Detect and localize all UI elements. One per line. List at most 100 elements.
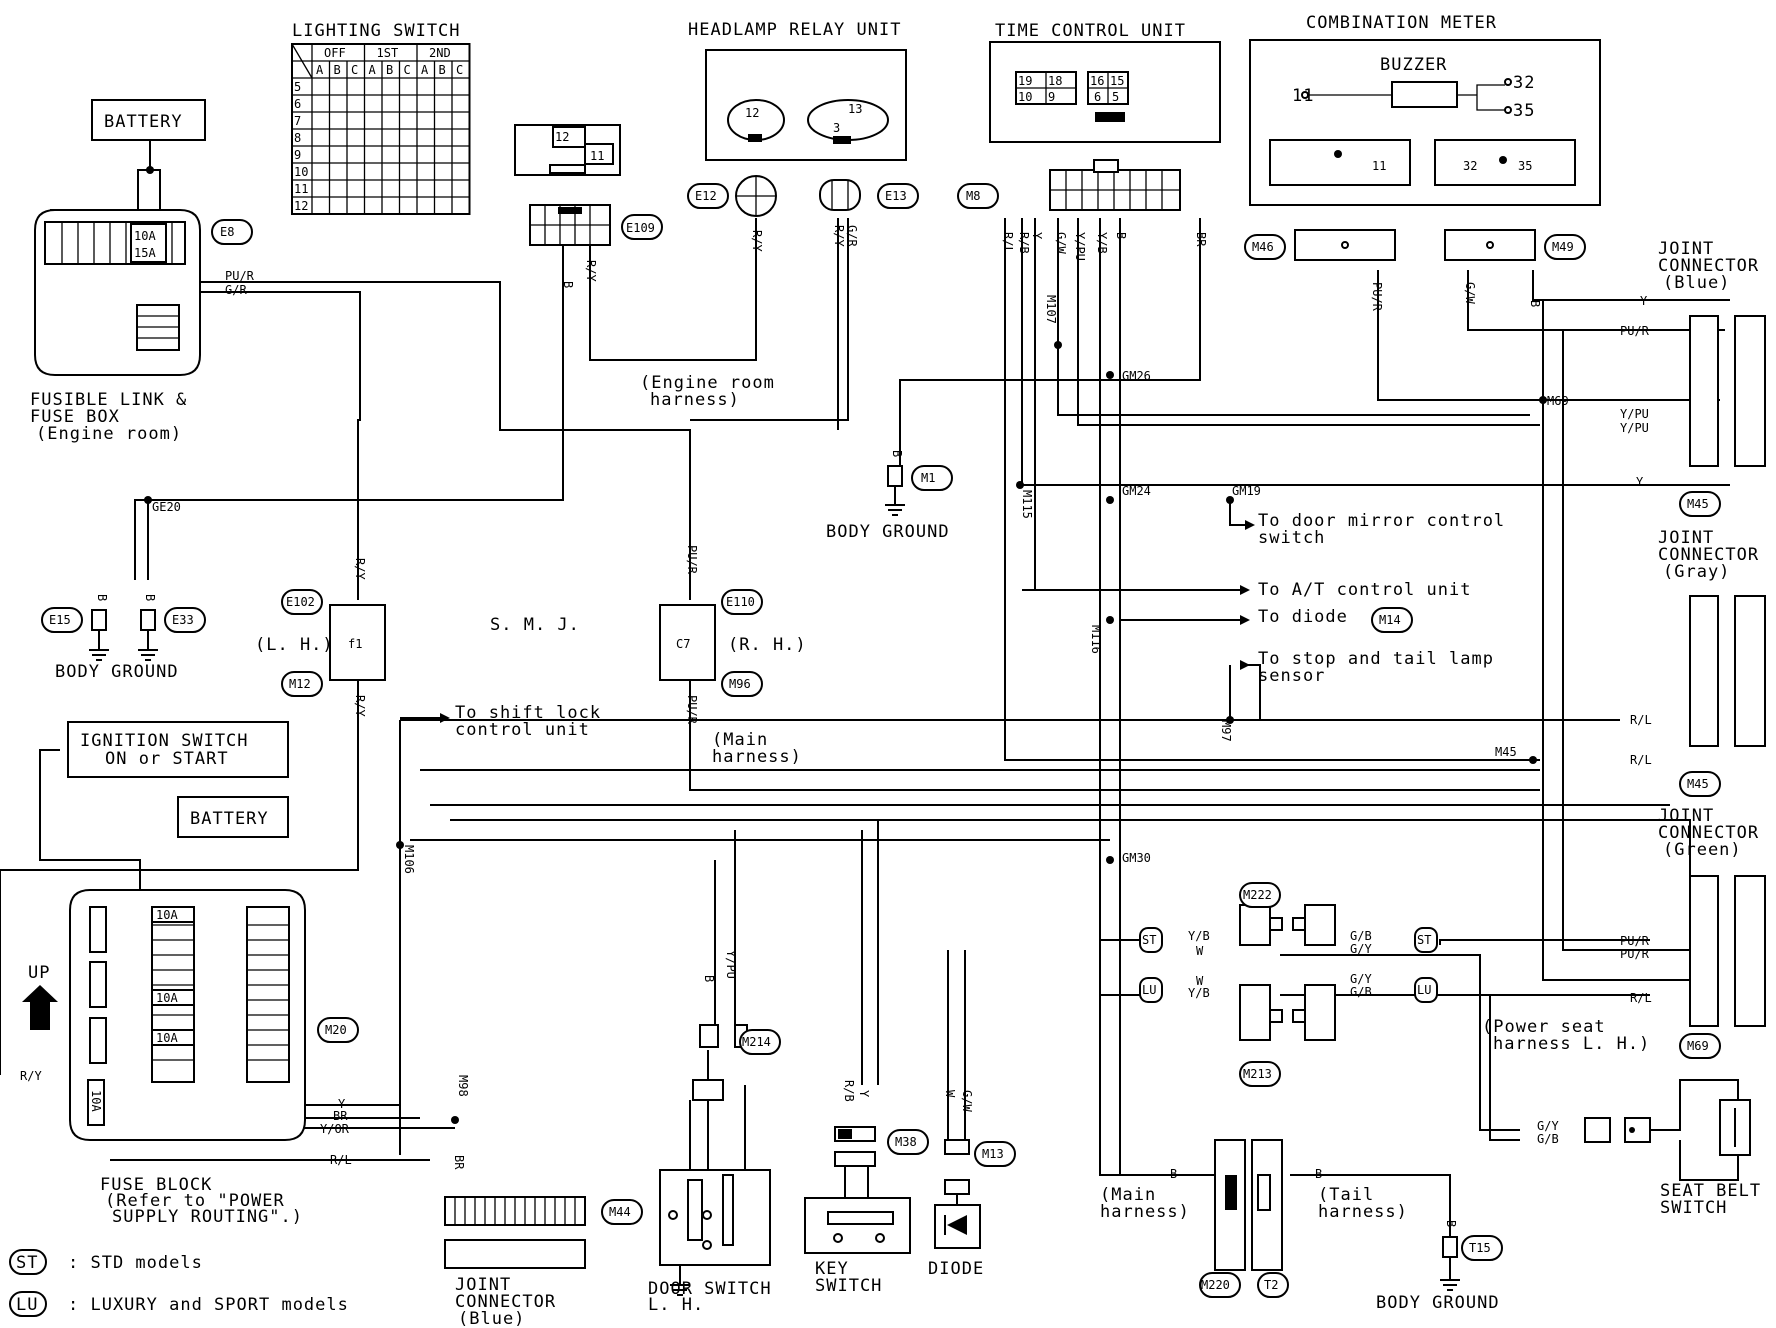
svg-text:(L. H.): (L. H.) bbox=[255, 635, 334, 655]
svg-text:PU/R: PU/R bbox=[225, 269, 255, 283]
svg-text:S. M. J.: S. M. J. bbox=[490, 615, 580, 635]
svg-text:35: 35 bbox=[1518, 159, 1532, 173]
st-lu-harness: ST LU Y/B W W Y/B M222 M213 G/B G/Y G/Y … bbox=[1139, 882, 1650, 1087]
svg-text:M20: M20 bbox=[325, 1023, 347, 1037]
svg-text:W: W bbox=[1196, 944, 1204, 958]
svg-text:BR: BR bbox=[333, 1109, 348, 1123]
svg-text:Y/OR: Y/OR bbox=[320, 1122, 350, 1136]
svg-text:32: 32 bbox=[1463, 159, 1477, 173]
svg-text:(Main: (Main bbox=[712, 730, 768, 750]
svg-text:BODY GROUND: BODY GROUND bbox=[826, 522, 950, 542]
table-col: A bbox=[316, 63, 324, 77]
svg-text:G/R: G/R bbox=[225, 283, 247, 297]
diode: M13 W G/W DIODE bbox=[928, 1090, 1016, 1279]
svg-text:R/B: R/B bbox=[842, 1080, 856, 1102]
headlamp-relay-unit: HEADLAMP RELAY UNIT 12 13 3 E12 E13 R/Y … bbox=[640, 20, 919, 410]
svg-text:GM26: GM26 bbox=[1122, 369, 1151, 383]
svg-text:CONNECTOR: CONNECTOR bbox=[1658, 545, 1759, 565]
svg-text:SUPPLY ROUTING".): SUPPLY ROUTING".) bbox=[112, 1207, 303, 1227]
svg-text:BODY GROUND: BODY GROUND bbox=[1376, 1293, 1500, 1313]
svg-text:11: 11 bbox=[1292, 86, 1314, 106]
fuse-block: 10A 10A 10A 10A M20 UP R/Y Y BR Y/OR R/L… bbox=[20, 889, 359, 1227]
ignition-switch: IGNITION SWITCH ON or START bbox=[67, 721, 289, 778]
svg-text:M49: M49 bbox=[1552, 240, 1574, 254]
svg-text:PU/R: PU/R bbox=[1370, 282, 1384, 312]
svg-text:E13: E13 bbox=[885, 189, 907, 203]
svg-text:Y: Y bbox=[1030, 232, 1044, 240]
table-row-label: 9 bbox=[294, 148, 301, 162]
svg-text:B: B bbox=[702, 975, 716, 982]
svg-text:PU/R: PU/R bbox=[1620, 324, 1650, 338]
svg-text:35: 35 bbox=[1513, 101, 1535, 121]
svg-text:PU/R: PU/R bbox=[685, 545, 699, 575]
svg-text:LU: LU bbox=[1142, 983, 1156, 997]
svg-text:18: 18 bbox=[1048, 74, 1062, 88]
svg-text:M107: M107 bbox=[1044, 295, 1058, 324]
svg-text:JOINT: JOINT bbox=[1658, 239, 1714, 259]
svg-text:R/Y: R/Y bbox=[353, 558, 367, 580]
svg-text:JOINT: JOINT bbox=[1658, 806, 1714, 826]
lighting-switch-title: LIGHTING SWITCH bbox=[292, 21, 461, 41]
svg-text:Y: Y bbox=[1640, 294, 1648, 308]
svg-text:JOINT: JOINT bbox=[455, 1275, 511, 1295]
svg-text:BATTERY: BATTERY bbox=[190, 809, 269, 829]
table-col: B bbox=[334, 63, 341, 77]
svg-text:G/B: G/B bbox=[1350, 929, 1372, 943]
svg-text:To shift lock: To shift lock bbox=[455, 703, 601, 723]
battery-mid: BATTERY bbox=[177, 796, 289, 838]
svg-text:10A: 10A bbox=[89, 1090, 103, 1112]
junction-dots bbox=[144, 166, 1547, 1124]
svg-text:GE20: GE20 bbox=[152, 500, 181, 514]
svg-text:B: B bbox=[95, 594, 109, 601]
svg-text:M115: M115 bbox=[1020, 490, 1034, 519]
svg-text:(Blue): (Blue) bbox=[458, 1309, 525, 1328]
svg-text:R/B: R/B bbox=[1017, 232, 1031, 254]
svg-text:FUSE BLOCK: FUSE BLOCK bbox=[100, 1175, 212, 1195]
svg-text:harness L. H.): harness L. H.) bbox=[1493, 1034, 1650, 1054]
annotations: To shift lock control unit (Main harness… bbox=[400, 295, 1569, 1097]
legend: ST : STD models LU : LUXURY and SPORT mo… bbox=[9, 1249, 348, 1317]
svg-text:(Engine room): (Engine room) bbox=[36, 424, 182, 444]
svg-text:Y/B: Y/B bbox=[1188, 986, 1210, 1000]
svg-text:M45: M45 bbox=[1687, 497, 1709, 511]
svg-text:harness): harness) bbox=[1100, 1202, 1190, 1222]
svg-text:(Main: (Main bbox=[1100, 1185, 1156, 1205]
svg-text:M12: M12 bbox=[289, 677, 311, 691]
legend-text-st: : STD models bbox=[68, 1253, 203, 1273]
svg-text:E8: E8 bbox=[220, 225, 234, 239]
svg-text:BR: BR bbox=[452, 1155, 466, 1170]
legend-code-lu: LU bbox=[16, 1295, 38, 1315]
svg-text:M45: M45 bbox=[1687, 777, 1709, 791]
svg-text:harness): harness) bbox=[650, 390, 740, 410]
svg-text:M116: M116 bbox=[1089, 625, 1103, 654]
svg-text:19: 19 bbox=[1018, 74, 1032, 88]
svg-text:10A: 10A bbox=[156, 991, 178, 1005]
svg-text:R/Y: R/Y bbox=[832, 225, 846, 247]
svg-text:SWITCH: SWITCH bbox=[815, 1276, 882, 1296]
svg-text:M69: M69 bbox=[1687, 1039, 1709, 1053]
svg-text:(Tail: (Tail bbox=[1318, 1185, 1374, 1205]
svg-text:SEAT BELT: SEAT BELT bbox=[1660, 1181, 1761, 1201]
svg-text:(Gray): (Gray) bbox=[1663, 562, 1730, 582]
svg-text:(Green): (Green) bbox=[1663, 840, 1742, 860]
svg-text:11: 11 bbox=[1372, 159, 1386, 173]
svg-text:M46: M46 bbox=[1252, 240, 1274, 254]
svg-text:M8: M8 bbox=[966, 189, 980, 203]
svg-text:G/W: G/W bbox=[1054, 232, 1068, 254]
svg-text:M1: M1 bbox=[921, 471, 935, 485]
svg-text:32: 32 bbox=[1513, 73, 1535, 93]
svg-text:M14: M14 bbox=[1379, 613, 1401, 627]
svg-text:M38: M38 bbox=[895, 1135, 917, 1149]
svg-text:B: B bbox=[1170, 1167, 1177, 1181]
svg-text:CONNECTOR: CONNECTOR bbox=[1658, 823, 1759, 843]
svg-text:G/B: G/B bbox=[1350, 985, 1372, 999]
table-row-label: 6 bbox=[294, 97, 301, 111]
svg-text:GM30: GM30 bbox=[1122, 851, 1151, 865]
table-col: C bbox=[351, 63, 358, 77]
svg-text:16: 16 bbox=[1090, 74, 1104, 88]
svg-text:BATTERY: BATTERY bbox=[104, 112, 183, 132]
svg-text:harness): harness) bbox=[1318, 1202, 1408, 1222]
svg-text:f1: f1 bbox=[348, 637, 362, 651]
